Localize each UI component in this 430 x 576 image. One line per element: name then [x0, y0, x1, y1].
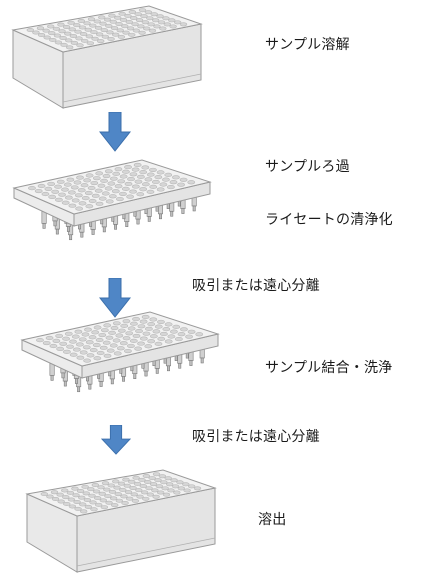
step-label-binding-wash: サンプル結合・洗浄	[265, 360, 393, 376]
step-label-lysate-clearing: ライセートの清浄化	[265, 212, 393, 228]
step-label-lysis: サンプル溶解	[265, 37, 350, 53]
down-arrow-2	[99, 278, 131, 318]
down-arrow-3	[101, 425, 131, 455]
step-label-filtration: サンプルろ過	[265, 159, 350, 175]
elution-deep-well-plate-wells	[40, 472, 202, 514]
transition-label-1: 吸引または遠心分離	[192, 278, 320, 294]
step-label-elution: 溶出	[258, 512, 287, 528]
lysis-deep-well-plate-wells	[26, 8, 188, 50]
clearing-filter-plate-wells	[28, 162, 196, 211]
transition-label-2: 吸引または遠心分離	[192, 429, 320, 445]
down-arrow-1	[99, 112, 131, 152]
binding-filter-plate-wells	[36, 314, 204, 363]
